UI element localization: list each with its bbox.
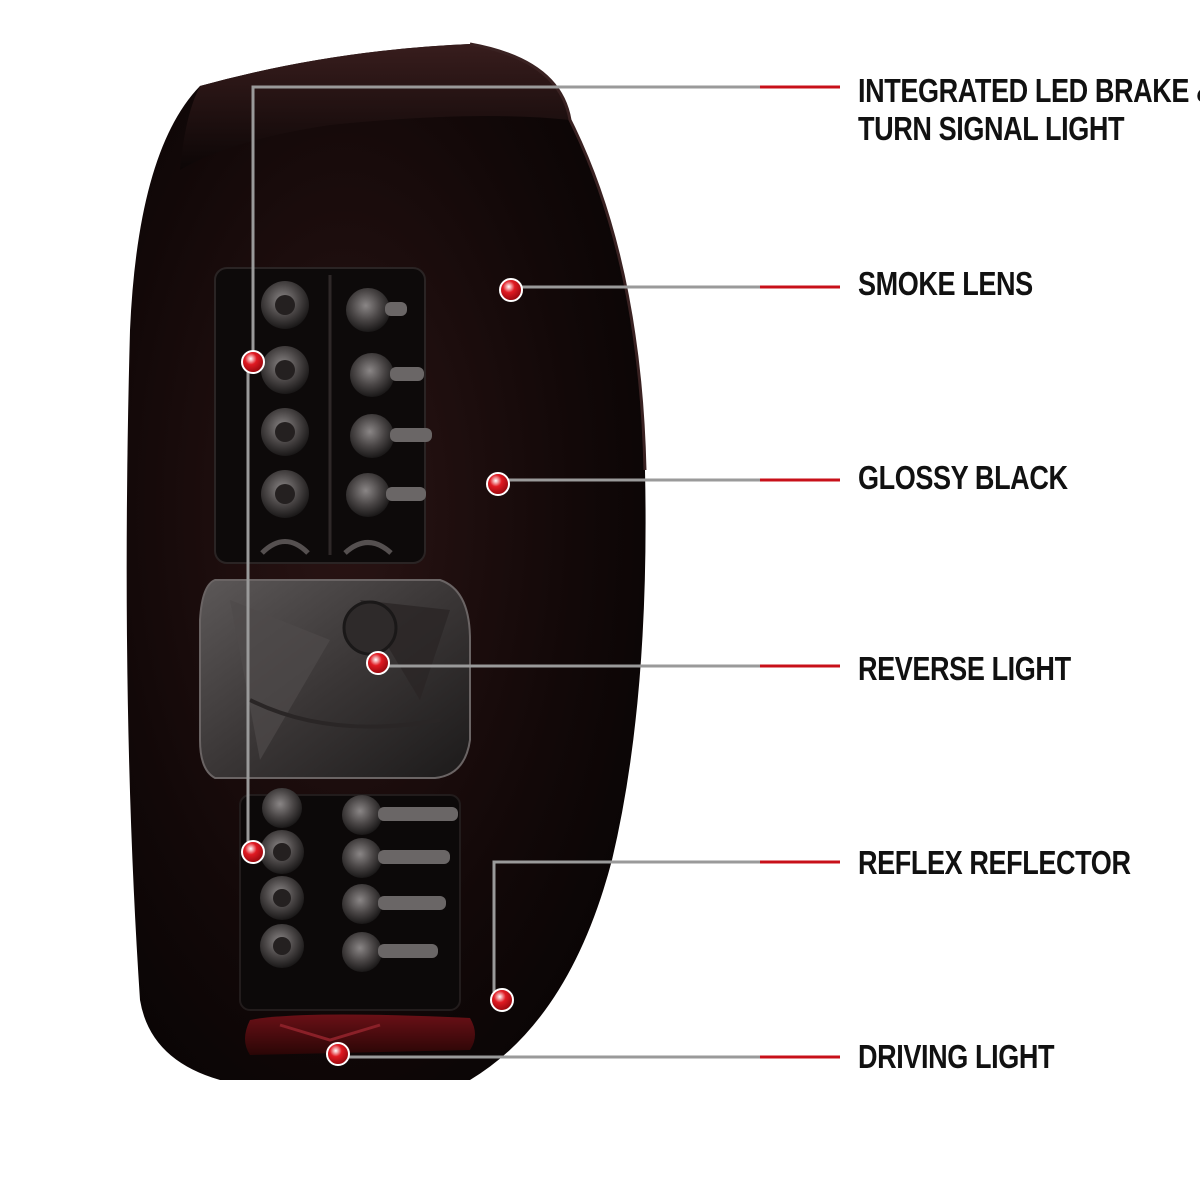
callout-dot-integrated-led xyxy=(241,350,265,374)
callout-dots xyxy=(241,278,523,1066)
label-driving-light: DRIVING LIGHT xyxy=(858,1038,1055,1075)
callout-dot-integrated-led-lower xyxy=(241,840,265,864)
lower-left-led-column xyxy=(260,788,304,968)
callout-dot-reverse-light xyxy=(366,651,390,675)
label-smoke-lens: SMOKE LENS xyxy=(858,265,1033,302)
label-integrated-led-line2: TURN SIGNAL LIGHT xyxy=(858,110,1125,147)
lower-right-led-column xyxy=(342,795,458,972)
callout-dot-smoke-lens xyxy=(499,278,523,302)
upper-led-cluster xyxy=(214,267,432,564)
upper-left-led-column xyxy=(260,281,310,555)
leader-integrated-led xyxy=(251,85,760,362)
label-reflex-reflector: REFLEX REFLECTOR xyxy=(858,844,1131,881)
reverse-light-lens xyxy=(199,579,471,779)
label-integrated-led-line1: INTEGRATED LED BRAKE & xyxy=(858,72,1200,109)
lower-led-cluster xyxy=(239,788,461,1011)
leader-lines xyxy=(246,85,840,1059)
callout-dot-glossy-black xyxy=(486,472,510,496)
label-reverse-light: REVERSE LIGHT xyxy=(858,650,1071,687)
red-reflector-section xyxy=(245,1014,475,1055)
label-integrated-led: INTEGRATED LED BRAKE & TURN SIGNAL LIGHT xyxy=(858,72,1200,148)
upper-right-led-column xyxy=(343,288,432,555)
callout-dot-reflex-reflector xyxy=(490,988,514,1012)
callout-dot-driving-light xyxy=(326,1042,350,1066)
label-glossy-black: GLOSSY BLACK xyxy=(858,459,1068,496)
